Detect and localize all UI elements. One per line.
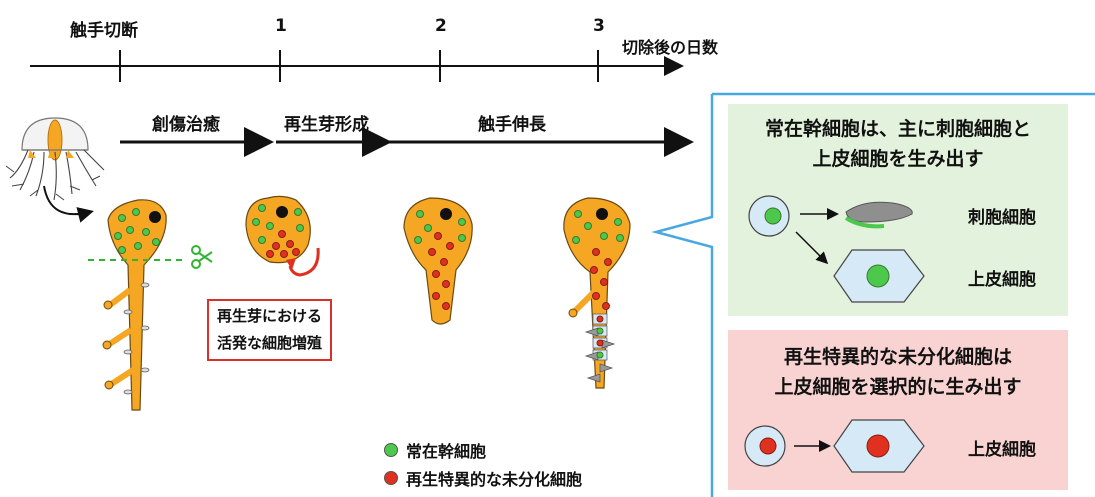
callout-line-1: 再生芽における <box>217 307 323 325</box>
legend-stem-cell: 常在幹細胞 <box>384 438 486 462</box>
tick-day-3: 3 <box>593 16 605 36</box>
epithelial-cell-icon-bottom <box>833 419 925 473</box>
axis-label: 切除後の日数 <box>622 38 719 57</box>
callout-bracket <box>651 92 1095 497</box>
green-dot-icon <box>384 443 398 457</box>
panel-bottom-header: 再生特異的な未分化細胞は 上皮細胞を選択的に生み出す <box>728 342 1068 412</box>
phase-elongation: 触手伸長 <box>478 115 546 135</box>
tentacle-cut <box>88 199 213 411</box>
tentacle-wound-healed <box>245 195 320 277</box>
panel-top-title-1: 常在幹細胞は、主に刺胞細胞と <box>764 118 1031 140</box>
legend-stem-label: 常在幹細胞 <box>406 442 487 461</box>
panel-top-out-epithelial: 上皮細胞 <box>968 270 1036 290</box>
panel-bottom-title-1: 再生特異的な未分化細胞は <box>783 346 1012 368</box>
regen-cell-icon <box>744 425 786 467</box>
phase-bud-formation: 再生芽形成 <box>284 115 369 135</box>
timeline-axis <box>30 50 684 82</box>
scissors-icon <box>191 245 213 269</box>
jellyfish-icon <box>5 117 105 223</box>
callout-line-2: 活発な細胞増殖 <box>217 334 323 352</box>
nematocyte-icon <box>844 201 913 229</box>
tick-day-2: 2 <box>435 16 447 36</box>
tentacle-bud <box>403 197 473 325</box>
legend-regen-label: 再生特異的な未分化細胞 <box>406 470 583 489</box>
panel-bottom-out-epithelial: 上皮細胞 <box>968 440 1036 460</box>
red-dot-icon <box>384 471 398 485</box>
tick-day-1: 1 <box>275 16 287 36</box>
epithelial-cell-icon-top <box>833 249 925 303</box>
tentacle-elongated <box>563 197 631 389</box>
panel-bottom-title-2: 上皮細胞を選択的に生み出す <box>774 376 1022 398</box>
tick-cut: 触手切断 <box>70 21 138 41</box>
panel-top-header: 常在幹細胞は、主に刺胞細胞と 上皮細胞を生み出す <box>728 114 1068 184</box>
phase-wound-healing: 創傷治癒 <box>152 115 220 135</box>
proliferation-callout: 再生芽における 活発な細胞増殖 <box>207 299 333 361</box>
legend-regen-cell: 再生特異的な未分化細胞 <box>384 466 582 490</box>
panel-top-out-nematocyte: 刺胞細胞 <box>968 208 1036 228</box>
panel-top-title-2: 上皮細胞を生み出す <box>812 148 984 170</box>
stem-cell-icon <box>748 195 790 237</box>
